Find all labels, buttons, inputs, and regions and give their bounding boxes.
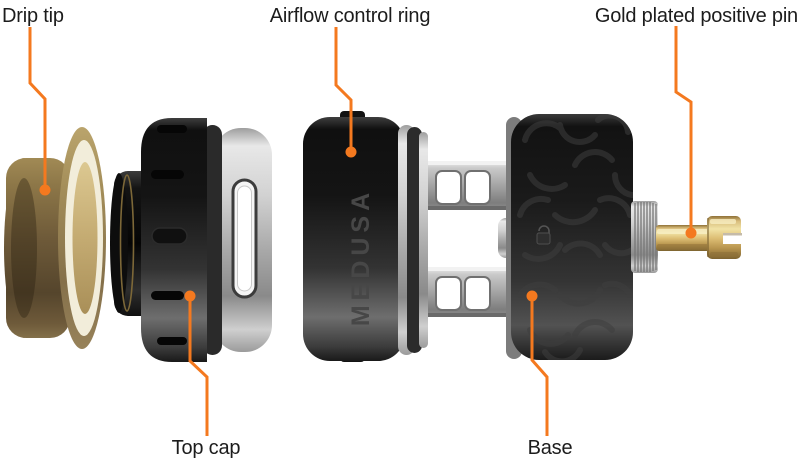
label-gold-plated-positive-pin: Gold plated positive pin — [594, 5, 798, 27]
airflow-control-ring-part: MEDUSA — [303, 111, 428, 362]
deck-rails-part — [428, 161, 516, 317]
callout-top-cap — [184, 290, 209, 436]
leader-line — [28, 27, 47, 190]
top-cap-o-ring — [203, 125, 222, 355]
leader-line — [674, 26, 693, 233]
leader-line — [334, 27, 353, 152]
callout-dot — [685, 227, 697, 239]
callout-drip-tip — [28, 27, 51, 196]
medusa-engraving: MEDUSA — [347, 188, 375, 326]
label-base: Base — [527, 437, 573, 459]
callout-dot — [184, 290, 196, 302]
callout-base — [526, 290, 549, 436]
callout-dot — [39, 184, 51, 196]
airflow-ring-body — [303, 117, 405, 361]
drip-tip-part — [4, 127, 106, 349]
leader-line — [188, 296, 209, 436]
callout-dot — [345, 146, 357, 158]
base-part — [506, 114, 633, 360]
tank-o-ring — [407, 127, 422, 353]
drip-tip-left-face — [4, 158, 44, 338]
label-airflow-control-ring: Airflow control ring — [269, 5, 431, 27]
pin-screw-slot — [723, 233, 742, 244]
label-top-cap: Top cap — [171, 437, 241, 459]
label-drip-tip: Drip tip — [2, 5, 64, 27]
leader-line — [530, 296, 549, 436]
positive-pin-part — [631, 201, 742, 273]
drip-tip-bore — [72, 162, 98, 314]
callout-lines — [28, 26, 697, 436]
base-body — [511, 114, 633, 360]
callout-gold-plated-positive-pin — [674, 26, 697, 239]
top-cap-part — [110, 118, 272, 362]
callout-airflow-control-ring — [334, 27, 357, 158]
callout-dot — [526, 290, 538, 302]
lock-icon — [536, 225, 551, 245]
